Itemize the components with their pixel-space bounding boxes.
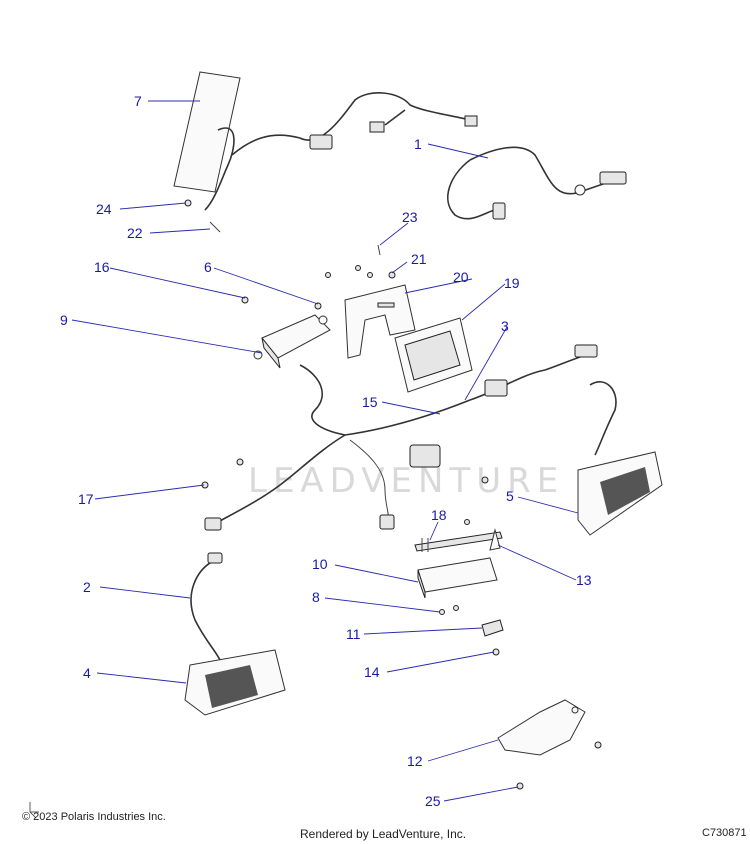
callout-16: 16 (94, 259, 110, 275)
rendered-by-text: Rendered by LeadVenture, Inc. (300, 827, 467, 841)
callout-9: 9 (60, 312, 68, 328)
part-9-module[interactable] (253, 314, 331, 369)
callout-3: 3 (501, 318, 509, 334)
part-13-mount-bar[interactable] (414, 528, 503, 552)
callout-25: 25 (425, 793, 441, 809)
part-5-speaker-right[interactable] (577, 381, 663, 536)
part-10-amplifier[interactable] (417, 557, 498, 599)
axis-indicator-icon (29, 802, 39, 819)
callout-18: 18 (431, 507, 447, 523)
part-19-display[interactable] (394, 317, 473, 393)
callout-14: 14 (364, 664, 380, 680)
fasteners (184, 199, 602, 790)
callout-2: 2 (83, 579, 91, 595)
callout-24: 24 (96, 201, 112, 217)
callout-23: 23 (402, 209, 418, 225)
callout-22: 22 (127, 225, 143, 241)
callout-7: 7 (134, 93, 142, 109)
watermark-text: LEADVENTURE (248, 461, 564, 501)
callout-13: 13 (576, 572, 592, 588)
part-3-main-harness[interactable] (204, 344, 598, 531)
callout-21: 21 (411, 251, 427, 267)
callout-numbers: 1 2 3 4 5 6 7 8 9 10 11 12 13 14 15 16 1… (60, 93, 592, 809)
callout-8: 8 (312, 589, 320, 605)
callout-17: 17 (78, 491, 94, 507)
leader-lines (71, 100, 579, 802)
callout-15: 15 (362, 394, 378, 410)
part-1-harness[interactable] (231, 92, 627, 220)
part-7-panel[interactable] (173, 71, 241, 211)
copyright-text: © 2023 Polaris Industries Inc. (22, 811, 166, 823)
diagram-code: C730871 (702, 827, 747, 839)
part-12-mount-plate[interactable] (497, 699, 586, 756)
callout-6: 6 (204, 259, 212, 275)
callout-11: 11 (346, 626, 361, 642)
callout-20: 20 (453, 269, 469, 285)
part-4-speaker-left[interactable] (184, 552, 286, 716)
callout-10: 10 (312, 556, 328, 572)
part-20-bracket[interactable] (344, 284, 416, 359)
part-11-switch[interactable] (481, 619, 504, 637)
callout-19: 19 (504, 275, 520, 291)
callout-12: 12 (407, 753, 423, 769)
callout-5: 5 (506, 488, 514, 504)
callout-1: 1 (414, 136, 422, 152)
callout-4: 4 (83, 665, 91, 681)
